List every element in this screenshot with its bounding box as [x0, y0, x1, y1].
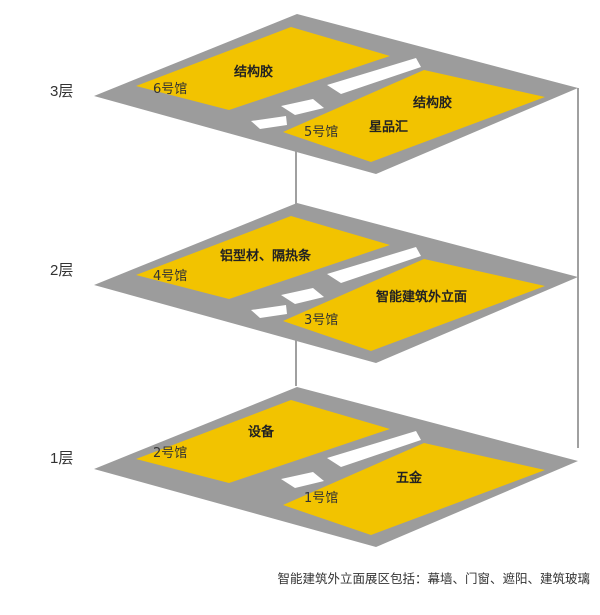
- hall-number: 6号馆: [153, 82, 187, 97]
- hall-number: 3号馆: [304, 313, 338, 328]
- corridor-mid: [281, 99, 324, 115]
- hall-1: [283, 443, 545, 535]
- corridor-bottom: [251, 116, 287, 129]
- hall-2: [136, 400, 390, 483]
- footnote: 智能建筑外立面展区包括：幕墙、门窗、遮阳、建筑玻璃: [277, 571, 590, 586]
- floor-3: 3层 6号馆 结构胶 5号馆 结构胶 星品汇: [50, 14, 578, 174]
- corridor-top: [327, 431, 421, 467]
- hall-category: 结构胶: [234, 64, 273, 80]
- hall-5: [283, 70, 545, 162]
- hall-number: 4号馆: [153, 269, 187, 284]
- floor-platform: [94, 14, 578, 174]
- floor-platform: [94, 203, 578, 363]
- hall-category: 五金: [396, 470, 423, 486]
- floor-label: 3层: [50, 83, 73, 100]
- floor-label: 2层: [50, 262, 73, 279]
- hall-6: [136, 27, 390, 110]
- hall-category: 智能建筑外立面: [376, 289, 467, 305]
- floor-1: 1层 2号馆 设备 1号馆 五金: [50, 387, 578, 547]
- floor-label: 1层: [50, 450, 73, 467]
- corridor-top: [327, 58, 421, 94]
- hall-number: 5号馆: [304, 125, 338, 140]
- hall-category: 星品汇: [369, 120, 408, 135]
- hall-category: 铝型材、隔热条: [220, 248, 312, 264]
- hall-3: [283, 259, 545, 351]
- hall-category: 结构胶: [413, 95, 452, 111]
- hall-number: 2号馆: [153, 446, 187, 461]
- corridor-mid: [281, 472, 324, 488]
- hall-4: [136, 216, 390, 299]
- corridor-mid: [281, 288, 324, 304]
- hall-number: 1号馆: [304, 491, 338, 506]
- hall-category: 设备: [248, 424, 275, 440]
- corridor-top: [327, 247, 421, 283]
- corridor-bottom: [251, 305, 287, 318]
- floor-2: 2层 4号馆 铝型材、隔热条 3号馆 智能建筑外立面: [50, 203, 578, 363]
- floor-platform: [94, 387, 578, 547]
